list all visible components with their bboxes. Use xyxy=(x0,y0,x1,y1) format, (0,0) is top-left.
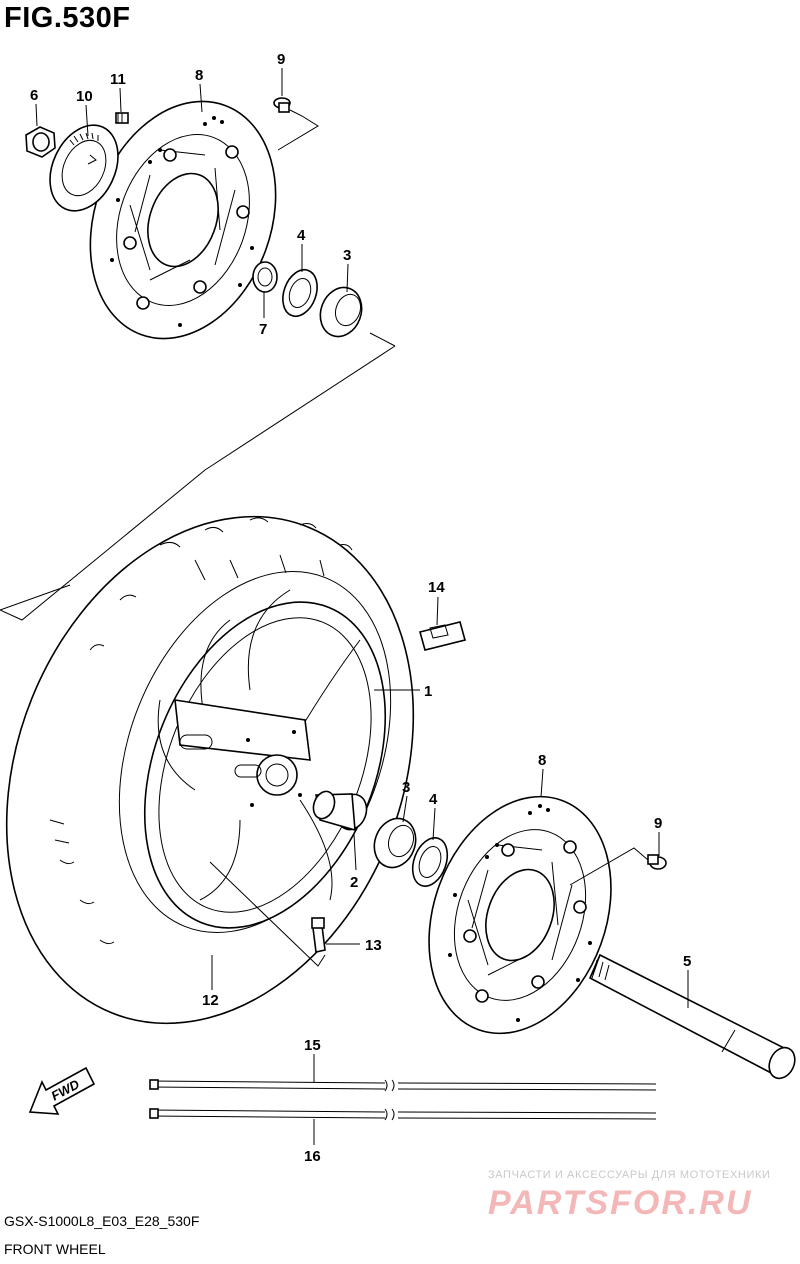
axle-nut[interactable] xyxy=(25,126,56,158)
forward-arrow-icon: FWD xyxy=(28,1066,96,1115)
watermark-logo: PARTSFOR.RU xyxy=(488,1184,753,1222)
valve-leader xyxy=(209,861,326,967)
callout-leaders xyxy=(35,68,689,1145)
callout-8-upper: 8 xyxy=(195,67,203,84)
callout-16: 16 xyxy=(304,1148,321,1165)
callout-3-upper: 3 xyxy=(343,247,351,264)
disc-bolt-upper[interactable] xyxy=(273,97,291,113)
model-code: GSX-S1000L8_E03_E28_530F xyxy=(4,1213,200,1229)
assembly-leader-upper xyxy=(0,332,396,621)
bolt-leader-upper xyxy=(277,109,319,151)
small-bolt[interactable] xyxy=(115,112,129,124)
balance-weight[interactable] xyxy=(419,621,466,651)
upper-brake-disc[interactable] xyxy=(59,75,308,364)
callout-8-lower: 8 xyxy=(538,752,546,769)
callout-7: 7 xyxy=(259,321,267,338)
callout-12: 12 xyxy=(202,992,219,1009)
figure-title: FIG.530F xyxy=(4,2,131,34)
callout-2: 2 xyxy=(350,874,358,891)
callout-15: 15 xyxy=(304,1037,321,1054)
callout-6: 6 xyxy=(30,87,38,104)
oil-seal-lower[interactable] xyxy=(406,833,453,891)
callout-9-upper: 9 xyxy=(277,51,285,68)
callout-9-lower: 9 xyxy=(654,815,662,832)
front-axle[interactable] xyxy=(588,953,800,1083)
lower-brake-disc[interactable] xyxy=(397,771,642,1059)
wheel-spacer[interactable] xyxy=(310,788,371,833)
callout-11: 11 xyxy=(110,71,126,88)
assembly-leader-left xyxy=(0,584,71,611)
callout-13: 13 xyxy=(365,937,382,954)
wheel-rim[interactable] xyxy=(99,566,430,964)
callout-3-lower: 3 xyxy=(402,779,410,796)
spacer[interactable] xyxy=(252,261,278,293)
valve-stem[interactable] xyxy=(311,917,326,953)
disc-bolt-lower[interactable] xyxy=(647,854,667,870)
section-name: FRONT WHEEL xyxy=(4,1241,106,1257)
callout-10: 10 xyxy=(76,88,93,105)
cable-tie-upper[interactable] xyxy=(149,1079,657,1092)
oil-seal-upper[interactable] xyxy=(277,265,323,321)
callout-5: 5 xyxy=(683,953,691,970)
callout-labels: 6 10 11 8 9 4 3 7 14 1 3 4 8 9 2 13 5 12… xyxy=(30,51,691,1165)
bolt-leader-lower xyxy=(569,847,649,886)
watermark-caption: ЗАПЧАСТИ И АКСЕССУАРЫ ДЛЯ МОТОТЕХНИКИ xyxy=(488,1169,771,1181)
callout-1: 1 xyxy=(424,683,432,700)
callout-4-lower: 4 xyxy=(429,791,438,808)
sensor-ring[interactable] xyxy=(37,114,131,222)
callout-14: 14 xyxy=(428,579,445,596)
cable-tie-lower[interactable] xyxy=(149,1108,657,1121)
callout-4-upper: 4 xyxy=(297,227,306,244)
bearing-upper[interactable] xyxy=(314,282,369,343)
